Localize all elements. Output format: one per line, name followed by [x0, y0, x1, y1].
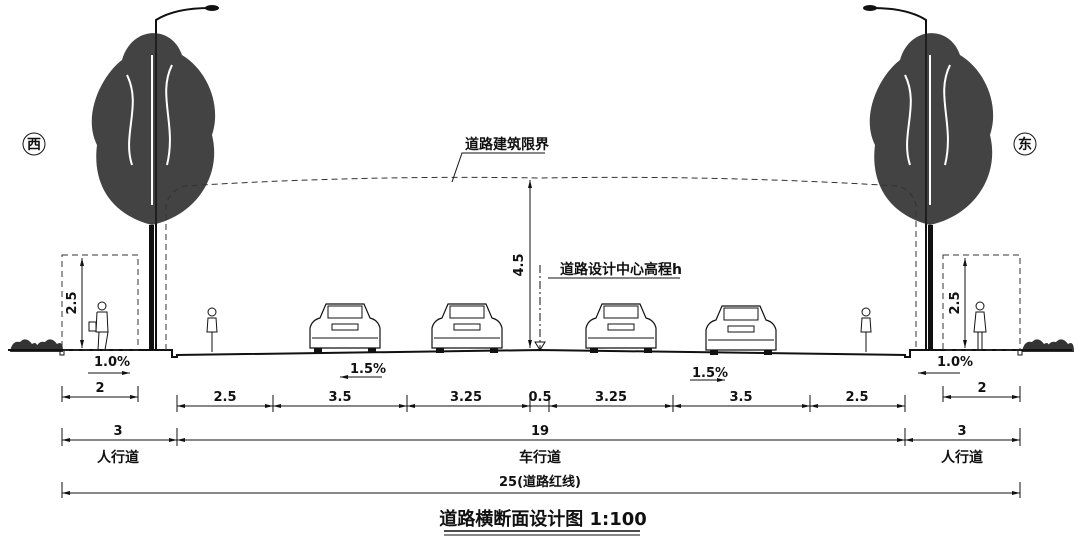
east-marker: 东 — [1013, 132, 1037, 156]
left-tree — [90, 32, 217, 350]
road-surface — [8, 348, 1072, 358]
clearance-height: 4.5 — [512, 253, 527, 276]
car-3 — [585, 303, 657, 354]
car-4 — [705, 305, 777, 356]
car-2 — [431, 303, 503, 354]
west-label: 西 — [27, 137, 41, 153]
total-width: 25(道路红线) — [499, 474, 581, 490]
lane-width-1: 2.5 — [213, 390, 236, 405]
right-sidewalk-inner-width: 2 — [977, 381, 986, 396]
left-sidewalk-inner-width: 2 — [95, 381, 104, 396]
clearance-envelope — [165, 176, 917, 350]
slope-right-sidewalk: 1.0% — [937, 355, 973, 370]
lane-width-4: 0.5 — [528, 390, 551, 405]
center-elevation-label: 道路设计中心高程h — [560, 261, 682, 278]
clearance-label: 道路建筑限界 — [465, 136, 550, 153]
right-street-lamp — [863, 5, 927, 350]
left-pedestrian-clearance: 2.5 — [65, 291, 80, 314]
cyclist-right — [860, 307, 872, 352]
pedestrian-left — [88, 301, 109, 351]
pedestrian-right — [973, 301, 987, 350]
section-width-right: 3 — [957, 424, 966, 439]
lane-width-2: 3.5 — [328, 390, 351, 405]
car-1 — [309, 303, 381, 354]
east-label: 东 — [1018, 136, 1032, 153]
lane-width-7: 2.5 — [845, 390, 868, 405]
section-width-left: 3 — [113, 424, 122, 439]
section-name-right: 人行道 — [941, 449, 983, 466]
slope-left-road: 1.5% — [350, 362, 386, 377]
left-street-lamp — [155, 5, 219, 350]
slope-right-road: 1.5% — [692, 366, 728, 381]
slope-left-sidewalk: 1.0% — [94, 355, 130, 370]
cyclist-left — [206, 307, 218, 352]
section-name-road: 车行道 — [519, 449, 561, 466]
west-marker: 西 — [22, 132, 46, 156]
section-name-left: 人行道 — [97, 449, 139, 466]
section-width-road: 19 — [531, 424, 549, 439]
lane-width-3: 3.25 — [450, 390, 482, 405]
drawing-title: 道路横断面设计图 1:100 — [439, 508, 647, 530]
lane-width-6: 3.5 — [729, 390, 752, 405]
lane-width-5: 3.25 — [595, 390, 627, 405]
right-tree — [868, 32, 995, 350]
right-pedestrian-clearance: 2.5 — [948, 291, 963, 314]
